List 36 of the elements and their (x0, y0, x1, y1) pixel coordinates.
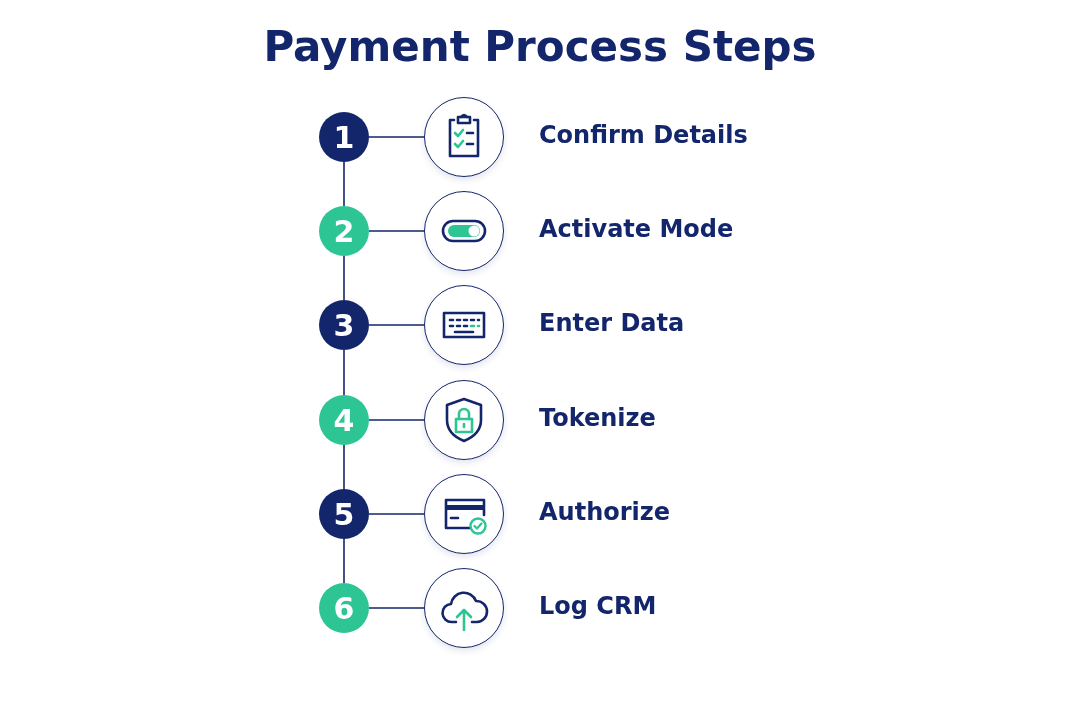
step-number: 6 (333, 590, 355, 626)
step-label: Activate Mode (539, 215, 734, 243)
icon-circle (424, 474, 504, 554)
step-label: Tokenize (539, 404, 656, 432)
step-number-circle (319, 395, 369, 445)
connector-line (368, 324, 425, 326)
icon-circle (424, 285, 504, 365)
step-number-circle (319, 112, 369, 162)
icon-circle (424, 568, 504, 648)
step-label: Authorize (539, 498, 670, 526)
connector-line (368, 136, 425, 138)
step-number: 1 (333, 119, 355, 155)
step-label: Log CRM (539, 592, 657, 620)
connector-line (368, 513, 425, 515)
title: Payment Process Steps (262, 22, 818, 71)
step-number-circle (319, 206, 369, 256)
connector-line (343, 349, 345, 396)
connector-line (368, 230, 425, 232)
step-number-circle (319, 583, 369, 633)
step-number: 4 (333, 402, 355, 438)
step-label: Confirm Details (539, 121, 748, 149)
connector-line (343, 161, 345, 207)
step-number: 5 (333, 496, 355, 532)
step-number: 2 (333, 213, 355, 249)
icon-circle (424, 380, 504, 460)
icon-circle (424, 191, 504, 271)
icon-circle (424, 97, 504, 177)
connector-line (343, 444, 345, 490)
step-number-circle (319, 300, 369, 350)
connector-line (368, 419, 425, 421)
connector-line (343, 255, 345, 301)
connector-line (343, 538, 345, 584)
step-number-circle (319, 489, 369, 539)
step-number: 3 (333, 307, 355, 343)
step-label: Enter Data (539, 309, 685, 337)
connector-line (368, 607, 425, 609)
